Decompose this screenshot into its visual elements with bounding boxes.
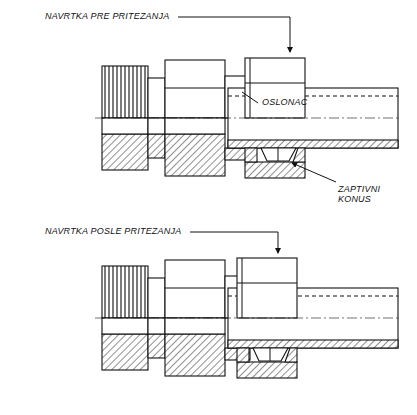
fitting-part: [165, 118, 225, 134]
fitting-part: [237, 258, 297, 318]
part-label: NAVRTKA PRE PRITEZANJA: [45, 11, 169, 21]
leader-line: [190, 232, 278, 253]
fitting-part: [278, 148, 279, 161]
fitting-part: [228, 340, 398, 348]
fitting-part: [95, 118, 398, 119]
fitting-part: [102, 118, 148, 134]
part-label: OSLONAC: [262, 97, 307, 107]
fitting-part: [245, 58, 305, 118]
fitting-part: [245, 83, 305, 84]
leader-line: [292, 163, 336, 182]
fitting-part: [148, 78, 165, 118]
fitting-after: [95, 258, 398, 378]
fitting-part: [148, 334, 165, 358]
fitting-part: [165, 260, 225, 318]
fitting-part: [237, 283, 297, 284]
fitting-part: [270, 348, 271, 361]
fitting-part: [148, 118, 165, 134]
fitting-part: [165, 318, 225, 334]
fitting-part: [165, 288, 225, 289]
fitting-part: [165, 60, 225, 118]
fitting-part: [148, 278, 165, 318]
fitting-part: [95, 318, 398, 319]
fitting-part: [245, 148, 257, 162]
fitting-part: [102, 266, 148, 318]
leader-line: [242, 92, 258, 103]
fitting-part: [102, 318, 148, 334]
sealing-ring: [253, 348, 288, 361]
fitting-part: [250, 58, 251, 118]
fitting-part: [242, 258, 243, 318]
leader-line: [178, 17, 290, 52]
fitting-part: [102, 134, 148, 170]
fitting-before: [95, 58, 398, 178]
fitting-part: [237, 348, 249, 362]
part-label: ZAPTIVNI KONUS: [338, 184, 396, 205]
fitting-part: [148, 134, 165, 158]
fitting-part: [165, 334, 225, 376]
fitting-part: [165, 88, 225, 89]
fitting-part: [102, 66, 148, 118]
sealing-ring: [261, 148, 296, 161]
fitting-part: [102, 334, 148, 370]
fitting-part: [165, 134, 225, 176]
fitting-part: [148, 318, 165, 334]
fitting-part: [237, 362, 297, 378]
fitting-part: [228, 140, 398, 148]
part-label: NAVRTKA POSLE PRITEZANJA: [45, 226, 181, 236]
